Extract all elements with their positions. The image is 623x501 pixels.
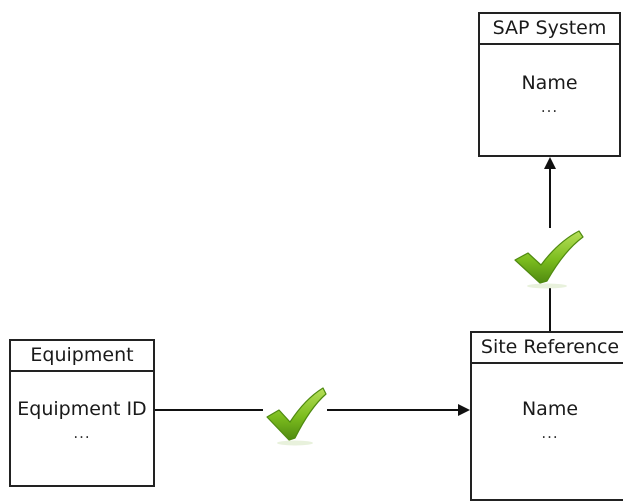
connector-layer bbox=[155, 157, 585, 446]
attribute-equipment-id: Equipment ID bbox=[17, 398, 147, 420]
entity-site-reference[interactable]: Site Reference Name ... bbox=[470, 331, 623, 501]
more-attributes-ellipsis: ... bbox=[541, 424, 559, 442]
entity-attributes: Name ... bbox=[480, 45, 619, 116]
more-attributes-ellipsis: ... bbox=[540, 98, 559, 116]
attribute-name: Name bbox=[521, 398, 579, 420]
green-checkmark-icon bbox=[511, 228, 585, 289]
more-attributes-ellipsis: ... bbox=[73, 424, 91, 442]
entity-sap-system[interactable]: SAP System Name ... bbox=[478, 12, 621, 157]
attribute-name: Name bbox=[521, 72, 578, 94]
entity-equipment[interactable]: Equipment Equipment ID ... bbox=[9, 339, 155, 487]
entity-attributes: Name ... bbox=[472, 364, 623, 442]
entity-attributes: Equipment ID ... bbox=[11, 372, 153, 442]
green-checkmark-icon bbox=[263, 385, 327, 446]
entity-title: Equipment bbox=[11, 341, 153, 372]
entity-title: Site Reference bbox=[472, 333, 623, 364]
entity-title: SAP System bbox=[480, 14, 619, 45]
